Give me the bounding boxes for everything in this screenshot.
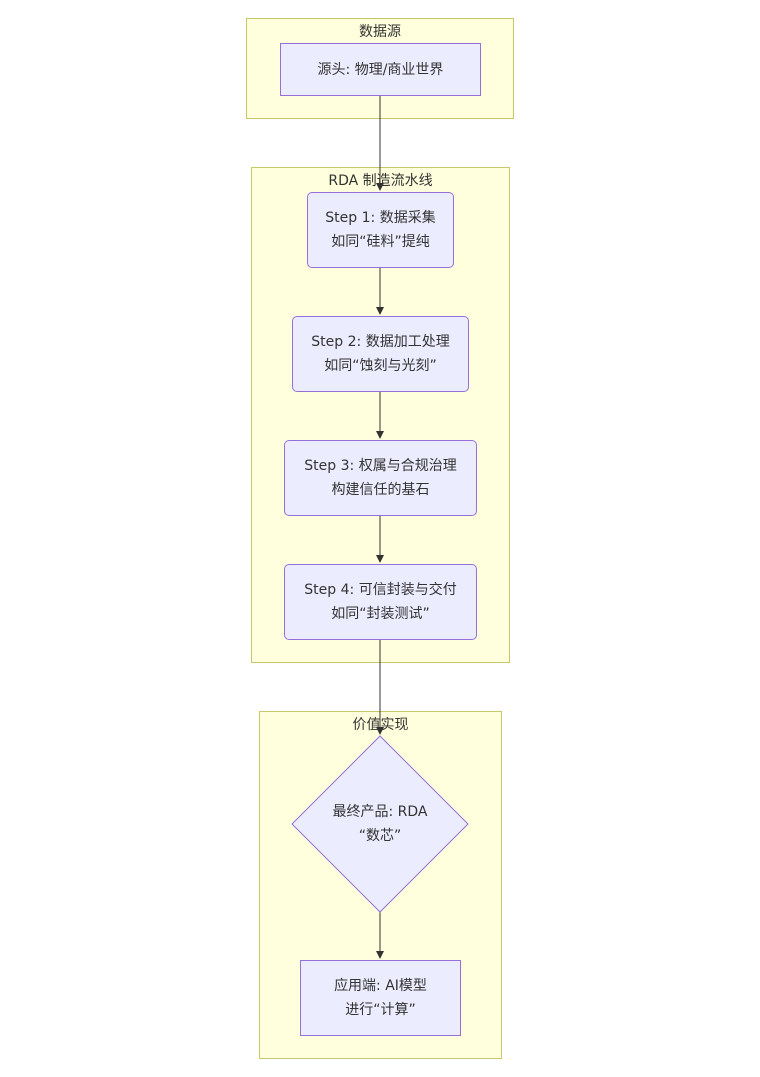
node-step4-title: Step 4: 可信封装与交付 <box>304 582 457 598</box>
cluster-title-data-source: 数据源 <box>359 24 401 40</box>
node-step2-title: Step 2: 数据加工处理 <box>311 334 450 350</box>
node-final-product-subtitle: “数芯” <box>358 828 402 844</box>
node-application-title: 应用端: AI模型 <box>334 978 427 994</box>
node-step3-title: Step 3: 权属与合规治理 <box>304 458 457 474</box>
node-step1-subtitle: 如同“硅料”提纯 <box>331 234 430 250</box>
node-step2-subtitle: 如同“蚀刻与光刻” <box>324 358 437 374</box>
node-application: 应用端: AI模型 进行“计算” <box>300 960 461 1036</box>
node-origin-label: 源头: 物理/商业世界 <box>317 61 444 78</box>
node-step4-subtitle: 如同“封装测试” <box>331 606 430 622</box>
node-step3-governance: Step 3: 权属与合规治理 构建信任的基石 <box>284 440 477 516</box>
node-final-product-title: 最终产品: RDA <box>332 804 428 820</box>
node-step3-subtitle: 构建信任的基石 <box>331 482 430 498</box>
node-step1-data-collection: Step 1: 数据采集 如同“硅料”提纯 <box>307 192 454 268</box>
node-step4-packaging: Step 4: 可信封装与交付 如同“封装测试” <box>284 564 477 640</box>
node-origin: 源头: 物理/商业世界 <box>280 43 481 96</box>
node-final-product: 最终产品: RDA “数芯” <box>312 798 448 850</box>
node-step1-title: Step 1: 数据采集 <box>325 210 436 226</box>
node-application-subtitle: 进行“计算” <box>345 1002 416 1018</box>
decision-diamond-shape <box>291 735 469 913</box>
node-step2-data-processing: Step 2: 数据加工处理 如同“蚀刻与光刻” <box>292 316 469 392</box>
